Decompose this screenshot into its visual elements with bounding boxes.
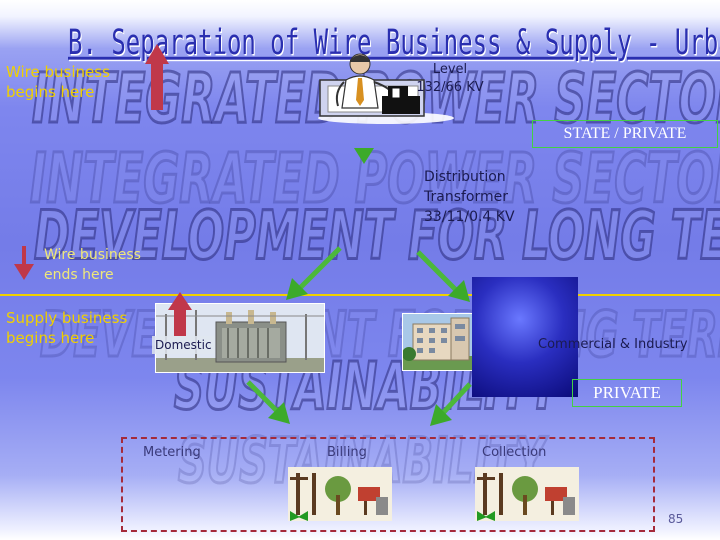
commercial-industry-label: Commercial & Industry	[538, 337, 688, 352]
level-line2: 132/66 KV	[416, 80, 484, 95]
page-number: 85	[668, 512, 684, 526]
green-arrow-down-to-transformer	[354, 132, 374, 164]
meter-pole-clipart-right	[475, 467, 579, 521]
wire-begins-line1: Wire business	[6, 63, 110, 81]
red-up-arrow-top	[145, 44, 169, 110]
level-line1: Level	[432, 62, 468, 77]
commercial-industry-block	[472, 277, 578, 397]
private-badge: PRIVATE	[572, 379, 682, 407]
green-arrow-domestic-to-metering	[246, 380, 290, 424]
businessman-icon	[316, 52, 456, 124]
meter-pole-clipart-left	[288, 467, 392, 521]
domestic-label: Domestic	[152, 336, 215, 354]
state-private-badge: STATE / PRIVATE	[532, 120, 718, 148]
red-down-arrow	[14, 246, 34, 280]
red-up-arrow-supply	[168, 292, 192, 336]
watermark-line-2-echo: DEVELOPMENT FOR LONG TERM	[39, 298, 720, 372]
supply-begins-label: Supply business begins here	[6, 308, 127, 348]
level-label: Level 132/66 KV	[410, 61, 490, 97]
billing-label: Billing	[327, 445, 367, 460]
green-arrow-to-domestic	[286, 246, 342, 300]
collection-label: Collection	[482, 445, 547, 460]
green-arrow-commercial-to-collection	[430, 382, 472, 426]
wire-begins-line2: begins here	[6, 83, 95, 101]
watermark-line-2: DEVELOPMENT FOR LONG TERM	[33, 196, 720, 277]
wire-ends-line2: ends here	[44, 267, 114, 283]
apartment-building-photo	[402, 313, 474, 371]
supply-begins-line1: Supply business	[6, 309, 128, 327]
distribution-line2: Transformer	[424, 189, 509, 205]
metering-billing-collection-box	[121, 437, 655, 532]
supply-begins-line2: begins here	[6, 329, 95, 347]
wire-begins-label: Wire business begins here	[6, 62, 110, 102]
wire-ends-line1: Wire business	[44, 247, 141, 263]
distribution-line1: Distribution	[424, 169, 506, 185]
wire-supply-divider-line	[0, 294, 720, 296]
distribution-line3: 33/11/0.4 KV	[424, 209, 515, 225]
distribution-transformer-label: Distribution Transformer 33/11/0.4 KV	[424, 167, 515, 227]
slide-title: B. Separation of Wire Business & Supply …	[68, 22, 720, 63]
green-arrow-to-commercial	[416, 250, 470, 302]
metering-label: Metering	[143, 445, 201, 460]
wire-ends-label: Wire business ends here	[44, 245, 141, 285]
watermark-line-1-echo: INTEGRATED POWER SECTOR	[29, 138, 720, 220]
